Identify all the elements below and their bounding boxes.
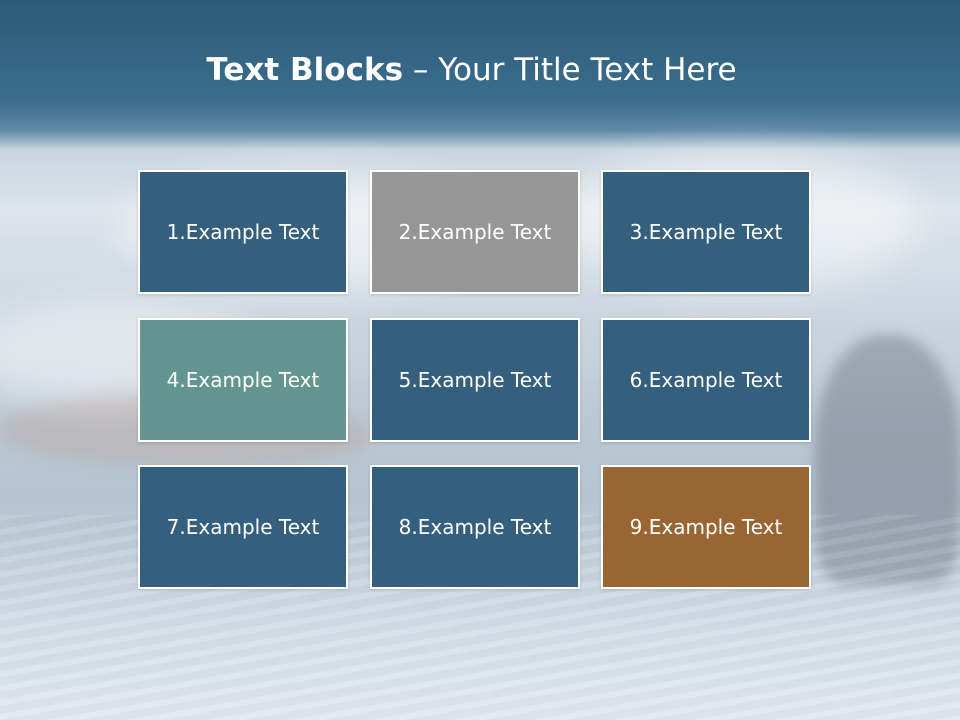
text-block-6[interactable]: 6.Example Text bbox=[601, 318, 811, 442]
text-block-label: 6.Example Text bbox=[629, 368, 783, 392]
text-block-2[interactable]: 2.Example Text bbox=[370, 170, 580, 294]
slide-title-rest: – Your Title Text Here bbox=[403, 52, 737, 88]
text-block-7[interactable]: 7.Example Text bbox=[138, 465, 348, 589]
text-block-label: 9.Example Text bbox=[629, 515, 783, 539]
text-block-1[interactable]: 1.Example Text bbox=[138, 170, 348, 294]
text-block-4[interactable]: 4.Example Text bbox=[138, 318, 348, 442]
text-block-label: 2.Example Text bbox=[398, 220, 552, 244]
text-block-grid: 1.Example Text 2.Example Text 3.Example … bbox=[138, 170, 815, 593]
text-block-9[interactable]: 9.Example Text bbox=[601, 465, 811, 589]
slide-title-bold: Text Blocks bbox=[206, 52, 404, 88]
text-block-3[interactable]: 3.Example Text bbox=[601, 170, 811, 294]
background-figure-right bbox=[815, 335, 960, 585]
text-block-8[interactable]: 8.Example Text bbox=[370, 465, 580, 589]
text-block-label: 8.Example Text bbox=[398, 515, 552, 539]
text-block-label: 7.Example Text bbox=[166, 515, 320, 539]
text-block-label: 4.Example Text bbox=[166, 368, 320, 392]
text-block-label: 1.Example Text bbox=[166, 220, 320, 244]
text-block-label: 3.Example Text bbox=[629, 220, 783, 244]
text-block-5[interactable]: 5.Example Text bbox=[370, 318, 580, 442]
slide-title: Text Blocks – Your Title Text Here bbox=[0, 52, 943, 88]
text-block-label: 5.Example Text bbox=[398, 368, 552, 392]
